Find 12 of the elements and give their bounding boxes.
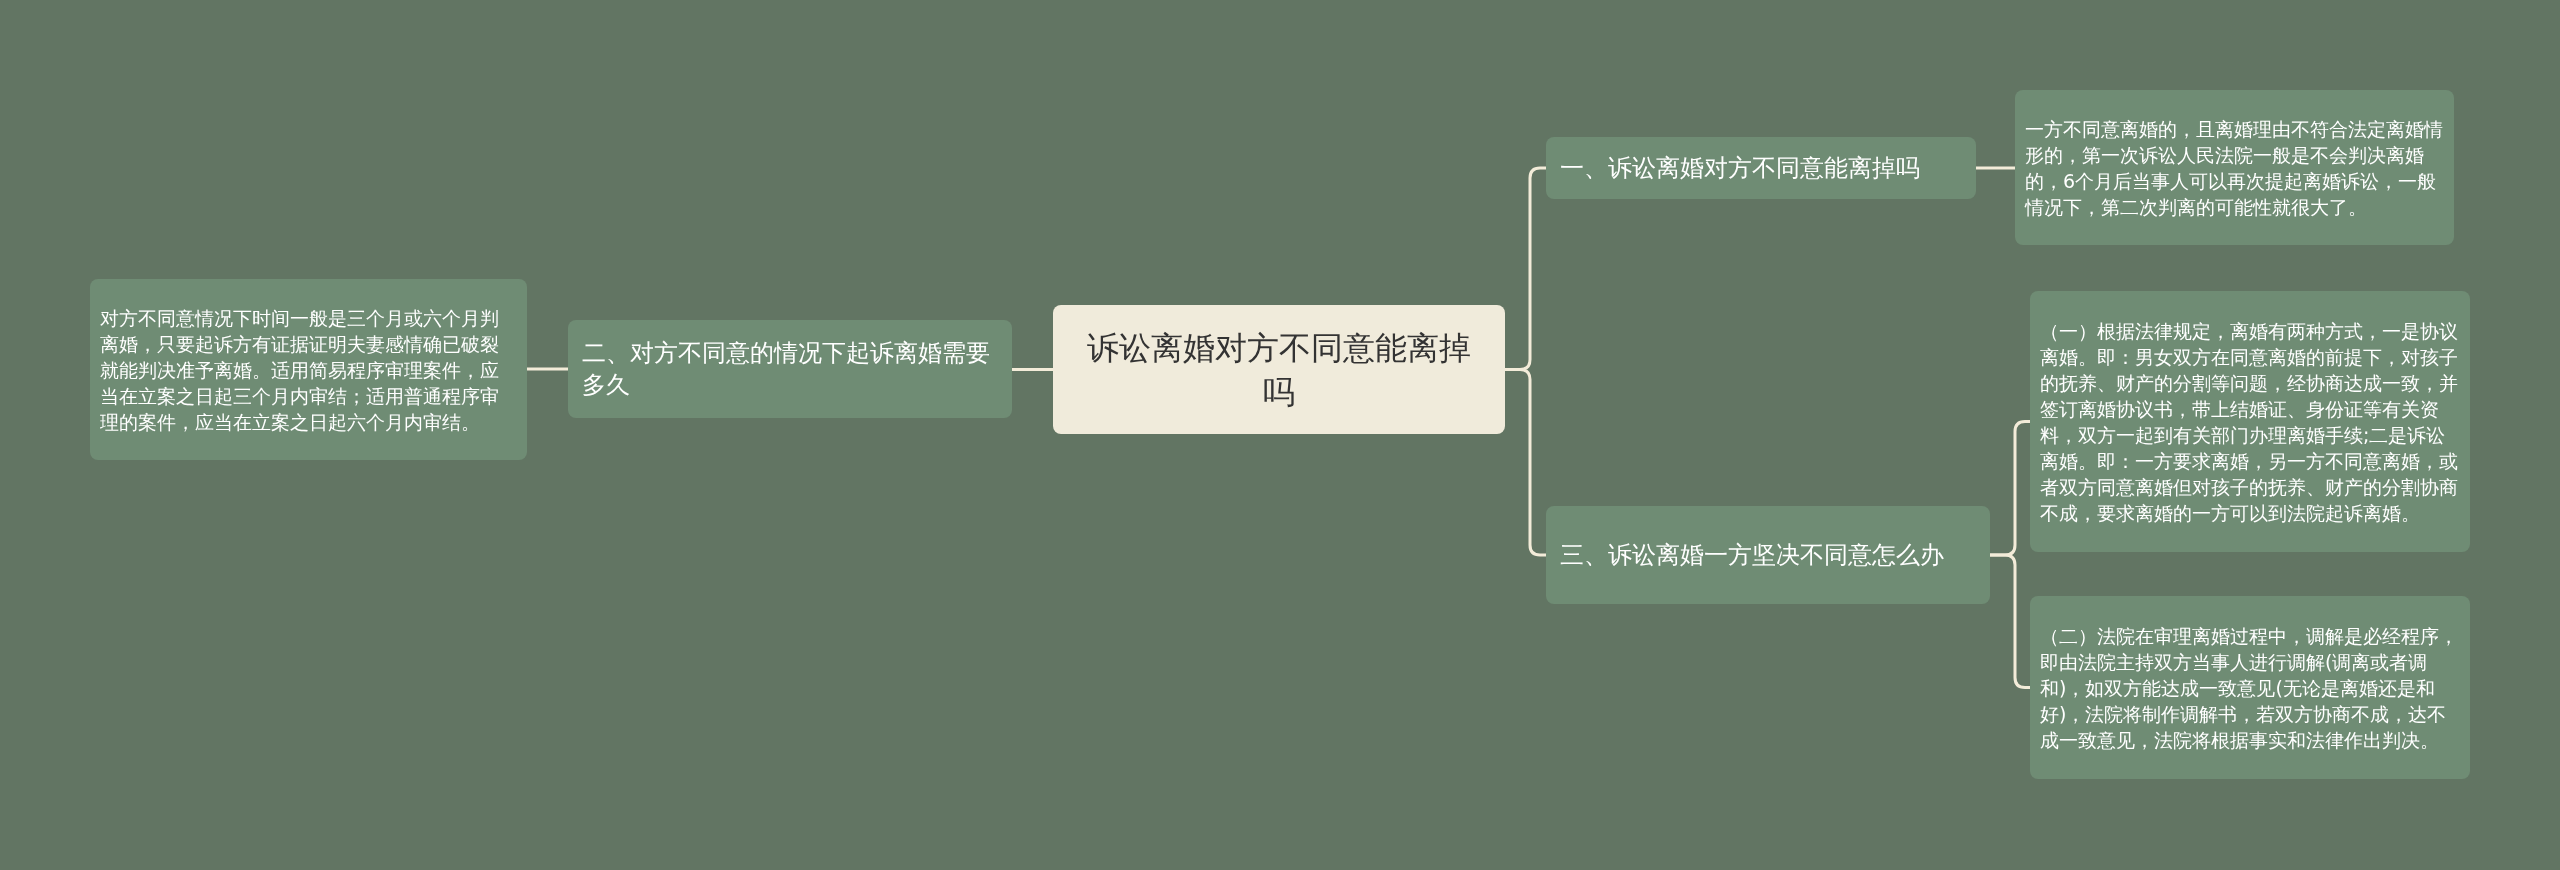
connector-line	[1976, 166, 2015, 170]
note-box: （二）法院在审理离婚过程中，调解是必经程序，即由法院主持双方当事人进行调解(调离或者调和)，如双方能达成一致意见(无论是离婚还是和好)，法院将制作调解书，若双方协商不成，达不成一致意见，法院将根据事实和法律作出判决。	[2030, 596, 2470, 779]
branch-box: 二、对方不同意的情况下起诉离婚需要多久	[568, 320, 1012, 418]
branch-box: 一、诉讼离婚对方不同意能离掉吗	[1546, 137, 1976, 199]
connector-line	[1012, 368, 1053, 371]
connector-line	[527, 367, 568, 371]
note-box: 对方不同意情况下时间一般是三个月或六个月判离婚，只要起诉方有证据证明夫妻感情确已破裂就能判决准予离婚。适用简易程序审理案件，应当在立案之日起三个月内审结；适用普通程序审理的案件，应当在立案之日起六个月内审结。	[90, 279, 527, 460]
note-box: （一）根据法律规定，离婚有两种方式，一是协议离婚。即：男女双方在同意离婚的前提下，对孩子的抚养、财产的分割等问题，经协商达成一致，并签订离婚协议书，带上结婚证、身份证等有关资料，双方一起到有关部门办理离婚手续;二是诉讼离婚。即：一方要求离婚，另一方不同意离婚，或者双方同意离婚但对孩子的抚养、财产的分割协商不成，要求离婚的一方可以到法院起诉离婚。	[2030, 291, 2470, 552]
connector-line	[1505, 368, 1546, 557]
branch-box: 三、诉讼离婚一方坚决不同意怎么办	[1546, 506, 1990, 604]
note-box: 一方不同意离婚的，且离婚理由不符合法定离婚情形的，第一次诉讼人民法院一般是不会判决离婚的，6个月后当事人可以再次提起离婚诉讼，一般情况下，第二次判离的可能性就很大了。	[2015, 90, 2454, 245]
topic-box: 诉讼离婚对方不同意能离掉吗	[1053, 305, 1505, 434]
